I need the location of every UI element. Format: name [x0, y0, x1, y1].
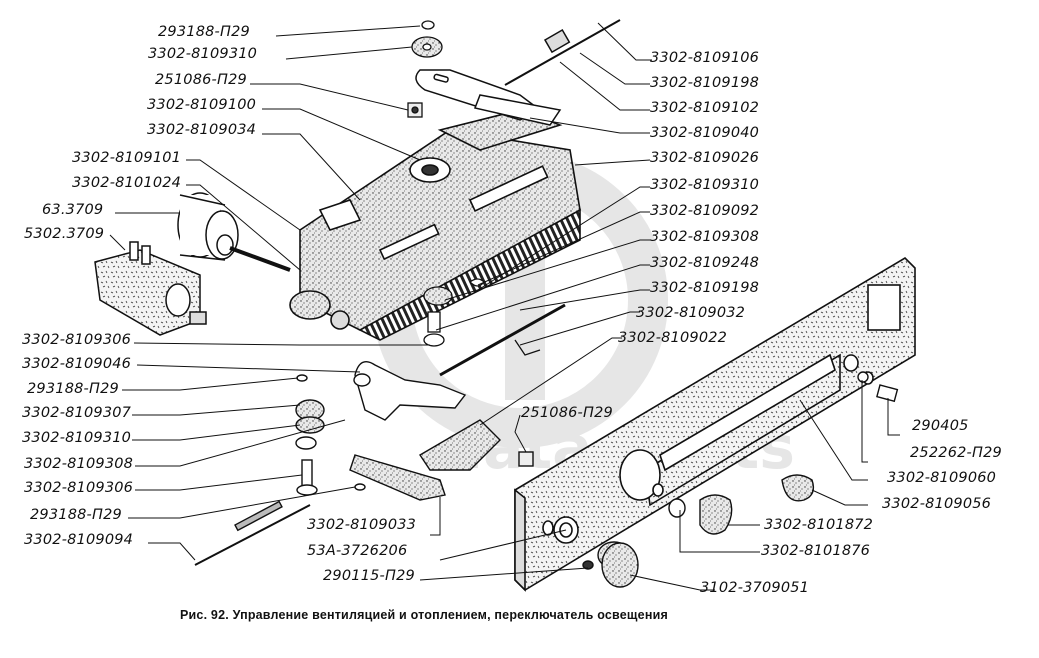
part-label: 3302-8109026 [650, 150, 760, 166]
part-label: 53А-3726206 [307, 543, 408, 559]
part-label: 3302-8109310 [22, 430, 132, 446]
part-label: 3302-8109101 [72, 150, 182, 166]
part-label: 290115-П29 [323, 568, 415, 584]
knobs [518, 371, 899, 588]
lever-parts [194, 361, 501, 566]
part-label: 5302.3709 [24, 226, 105, 242]
part-label: 293188-П29 [158, 24, 250, 40]
part-label: 3302-8101876 [761, 543, 871, 559]
part-label: 3302-8109310 [148, 46, 258, 62]
part-label: 293188-П29 [27, 381, 119, 397]
part-label: 3302-8109056 [882, 496, 992, 512]
part-label: 3302-8109094 [24, 532, 134, 548]
part-label: 293188-П29 [30, 507, 122, 523]
part-label: 3302-8109248 [650, 255, 760, 271]
part-label: 3302-8109032 [636, 305, 746, 321]
middle-small-parts [423, 278, 566, 377]
part-label: 251086-П29 [521, 405, 613, 421]
part-label: 3302-8101024 [72, 175, 182, 191]
part-label: 3302-8109100 [147, 97, 257, 113]
part-label: 3302-8109102 [650, 100, 760, 116]
part-label: 3302-8109306 [22, 332, 132, 348]
light-switch [94, 241, 207, 336]
heater-motor [177, 192, 291, 272]
figure-caption: Рис. 92. Управление вентиляцией и отопле… [180, 608, 668, 622]
part-label: 3302-8109092 [650, 203, 760, 219]
part-label: 3302-8109198 [650, 280, 760, 296]
part-label: 3302-8109022 [618, 330, 728, 346]
part-label: 3302-8109310 [650, 177, 760, 193]
part-label: 3302-8109307 [22, 405, 132, 421]
leader-lines [109, 22, 900, 591]
part-label: 3302-8109060 [887, 470, 997, 486]
part-label: 252262-П29 [910, 445, 1002, 461]
part-label: 3302-8109198 [650, 75, 760, 91]
part-label: 3302-8101872 [764, 517, 874, 533]
part-label: 3302-8109308 [24, 456, 134, 472]
control-panel [514, 256, 916, 592]
part-label: 290405 [912, 418, 969, 434]
bracket-and-cable [415, 19, 621, 126]
part-label: 251086-П29 [155, 72, 247, 88]
part-label: 3302-8109306 [24, 480, 134, 496]
part-label: 3302-8109046 [22, 356, 132, 372]
part-label: 3302-8109034 [147, 122, 257, 138]
part-label: 63.3709 [42, 202, 104, 218]
control-mechanism-assembly [289, 109, 581, 341]
part-label: 3302-8109040 [650, 125, 760, 141]
top-small-parts [407, 20, 443, 118]
part-label: 3102-3709051 [700, 580, 810, 596]
part-label: 3302-8109308 [650, 229, 760, 245]
part-label: 3302-8109106 [650, 50, 760, 66]
part-label: 3302-8109033 [307, 517, 417, 533]
